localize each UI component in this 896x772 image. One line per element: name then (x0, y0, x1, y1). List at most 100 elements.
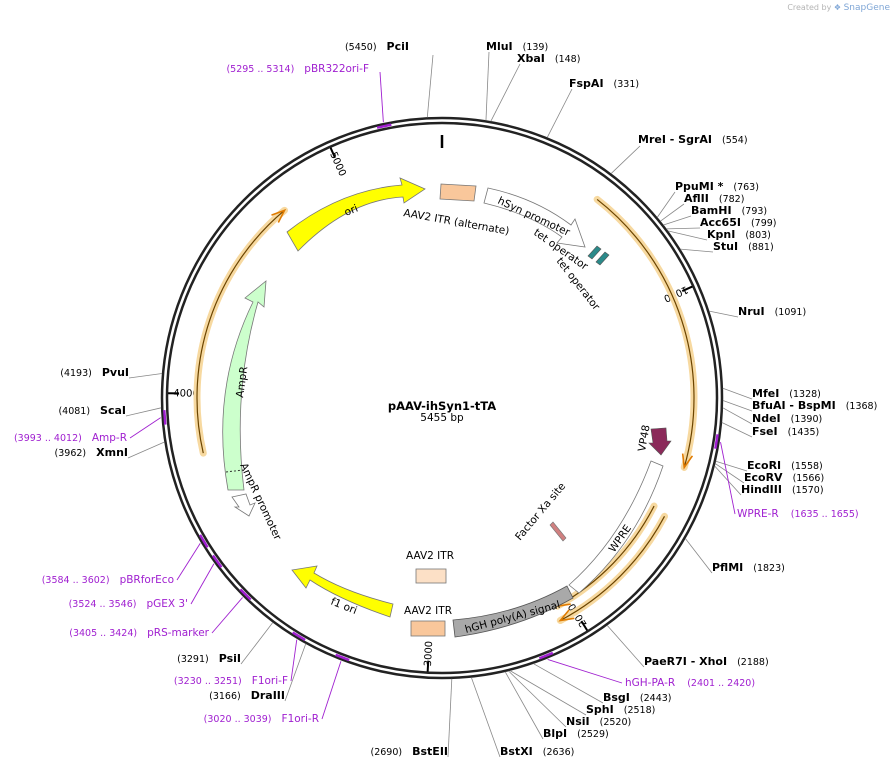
primer-line-f1ori-f (290, 639, 298, 682)
site-pos-bsgi: (2443) (640, 693, 672, 704)
primer-mark-wpre-r[interactable] (714, 434, 719, 449)
tet-operator-1-feature[interactable] (587, 245, 602, 260)
site-pvui[interactable]: PvuI(4193) (60, 366, 129, 379)
primer-mark-f1ori-f[interactable] (291, 631, 306, 642)
site-pflmi[interactable]: PflMI(1823) (712, 561, 785, 574)
site-name-xmni: XmnI (96, 446, 128, 459)
primer-pos-prs-marker: (3405 .. 3424) (69, 628, 137, 639)
site-line-aflii (660, 203, 685, 222)
primer-f1ori-f[interactable]: F1ori-F(3230 .. 3251) (174, 675, 288, 687)
site-mrei-sgrai[interactable]: MreI - SgrAI(554) (638, 133, 748, 146)
site-kpni[interactable]: KpnI(803) (707, 228, 771, 241)
primer-name-prs-marker: pRS-marker (147, 627, 210, 639)
site-ndei[interactable]: NdeI(1390) (752, 412, 822, 425)
site-draiii[interactable]: DraIII(3166) (209, 689, 285, 702)
site-ppumi[interactable]: PpuMI *(763) (675, 180, 759, 193)
site-name-pcii: PciI (387, 40, 409, 53)
site-line-mfei (722, 387, 753, 400)
site-fspai[interactable]: FspAI(331) (569, 77, 639, 90)
site-name-xbai: XbaI (517, 52, 545, 65)
site-bamhi[interactable]: BamHI(793) (691, 204, 767, 217)
primer-hgh-pa-r[interactable]: hGH-PA-R(2401 .. 2420) (625, 677, 755, 689)
itr-mid-feature[interactable] (415, 568, 447, 584)
site-pos-bamhi: (793) (742, 206, 768, 217)
tick-2000 (580, 620, 589, 631)
primer-mark-amp-r[interactable] (163, 410, 167, 425)
primer-mark-prs-marker[interactable] (239, 588, 252, 601)
orf-lower-1-arc[interactable] (560, 516, 666, 622)
site-stui[interactable]: StuI(881) (713, 240, 774, 253)
primer-pbr322ori-f[interactable]: pBR322ori-F(5295 .. 5314) (226, 63, 369, 75)
site-mfei[interactable]: MfeI(1328) (752, 387, 821, 400)
primer-line-f1ori-r (321, 661, 342, 720)
ampr-promoter-feature-arrow[interactable] (231, 493, 256, 517)
primer-pbrforeco[interactable]: pBRforEco(3584 .. 3602) (42, 574, 174, 586)
itr-lower-feature[interactable] (410, 620, 446, 637)
site-name-sphi: SphI (586, 703, 614, 716)
factor-xa-site-feature[interactable] (549, 521, 567, 542)
ori-feature-arrow[interactable] (286, 177, 426, 252)
site-line-scai (125, 407, 162, 417)
primer-mark-pgex-3[interactable] (211, 554, 223, 568)
site-pcii[interactable]: PciI(5450) (345, 40, 409, 53)
ori-label: ori (343, 203, 360, 219)
orf-right-arrowhead (681, 453, 694, 470)
site-labels: PciI(5450) MluI(139)XbaI(148) FspAI(331) Mr… (55, 40, 878, 758)
hgh-polya-feature[interactable] (452, 585, 574, 638)
f1-ori-feature-arrow[interactable] (291, 565, 394, 618)
site-pos-bfuai-bspmi: (1368) (846, 401, 878, 412)
site-xbai[interactable]: XbaI(148) (517, 52, 580, 65)
primer-mark-f1ori-r[interactable] (335, 653, 350, 662)
site-bstxi[interactable]: BstXI(2636) (500, 745, 574, 758)
site-line-draiii (284, 643, 307, 702)
wpre-feature[interactable] (568, 460, 664, 594)
orf-right-arc[interactable] (596, 198, 695, 468)
orf-left-arc[interactable] (196, 209, 285, 454)
site-scai[interactable]: ScaI(4081) (58, 404, 126, 417)
site-mlui[interactable]: MluI(139) (486, 40, 548, 53)
site-pos-mlui: (139) (523, 42, 549, 53)
site-ecori[interactable]: EcoRI(1558) (747, 459, 823, 472)
primer-prs-marker[interactable]: pRS-marker (3405 .. 3424) (69, 627, 209, 639)
site-name-aflii: AflII (684, 192, 709, 205)
hsyn-promoter-feature-arrow[interactable] (483, 187, 586, 248)
site-aflii[interactable]: AflII(782) (684, 192, 744, 205)
site-psii[interactable]: PsiI(3291) (177, 652, 241, 665)
primer-pos-pgex-3: (3524 .. 3546) (69, 599, 137, 610)
site-sphi[interactable]: SphI(2518) (586, 703, 655, 716)
site-pos-ecori: (1558) (791, 461, 823, 472)
site-ecorv[interactable]: EcoRV(1566) (744, 471, 824, 484)
ampr-feature-arrow[interactable] (222, 280, 267, 491)
site-line-fsei (721, 422, 753, 438)
primer-f1ori-r[interactable]: F1ori-R(3020 .. 3039) (204, 713, 319, 725)
site-nrui[interactable]: NruI(1091) (738, 305, 806, 318)
site-bsteii[interactable]: BstEII(2690) (371, 745, 448, 758)
site-pos-ecorv: (1566) (793, 473, 825, 484)
site-acc65i[interactable]: Acc65I(799) (700, 216, 777, 229)
primer-amp-r[interactable]: Amp-R(3993 .. 4012) (14, 432, 127, 444)
site-bsgi[interactable]: BsgI(2443) (603, 691, 672, 704)
site-blpi[interactable]: BlpI(2529) (543, 727, 609, 740)
primer-pgex-3[interactable]: pGEX 3'(3524 .. 3546) (69, 598, 188, 610)
tet-operator-2-feature[interactable] (595, 251, 610, 266)
primer-wpre-r[interactable]: WPRE-R(1635 .. 1655) (737, 508, 859, 520)
vp48-feature-arrow[interactable] (648, 427, 672, 456)
primer-line-pgex-3 (190, 563, 215, 605)
site-pos-nrui: (1091) (775, 307, 807, 318)
site-xmni[interactable]: XmnI(3962) (55, 446, 128, 459)
primer-mark-pbrforeco[interactable] (198, 534, 209, 549)
site-paer7i-xhoi[interactable]: PaeR7I - XhoI(2188) (644, 655, 769, 668)
site-name-blpi: BlpI (543, 727, 567, 740)
site-nsii[interactable]: NsiI(2520) (566, 715, 631, 728)
credit-created-by: Created by (787, 3, 832, 12)
primer-mark-hgh-pa-r[interactable] (538, 651, 554, 660)
site-bfuai-bspmi[interactable]: BfuAI - BspMI(1368) (752, 399, 877, 412)
site-line-stui (680, 248, 714, 253)
itr-alternate-feature[interactable] (439, 183, 477, 202)
site-hindiii[interactable]: HindIII(1570) (741, 483, 824, 496)
site-pos-mfei: (1328) (789, 389, 821, 400)
primer-name-f1ori-f: F1ori-F (252, 675, 288, 687)
primer-mark-pbr322ori-f[interactable] (376, 123, 392, 129)
site-fsei[interactable]: FseI(1435) (752, 425, 819, 438)
